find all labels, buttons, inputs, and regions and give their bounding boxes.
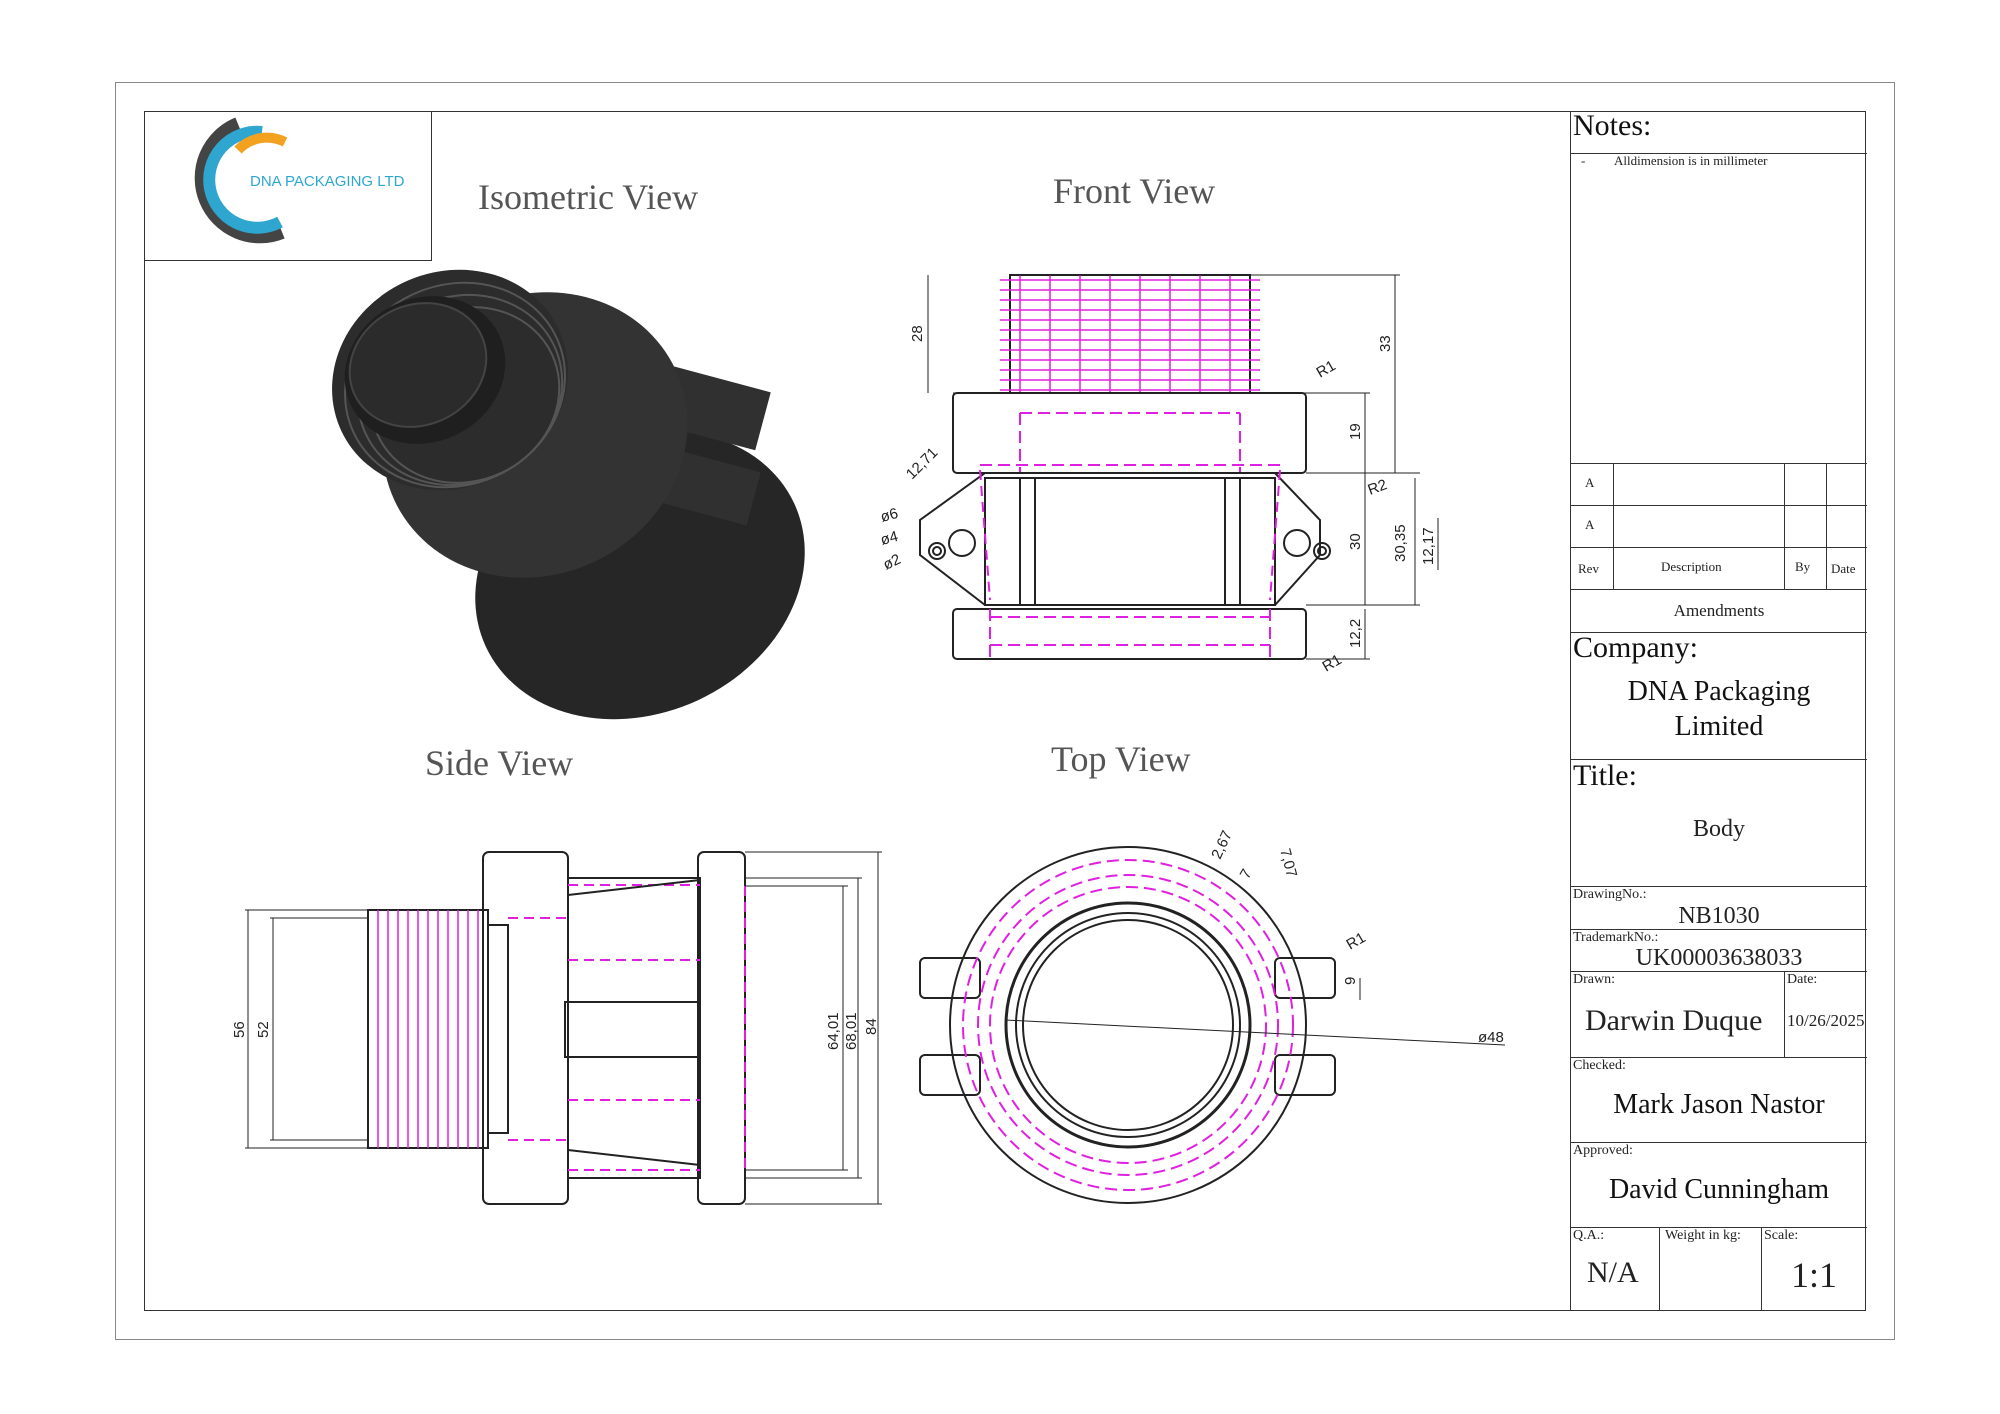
dim-front-28: 28 [909,325,926,342]
dim-top-9: 9 [1342,977,1359,985]
rev-row-1: A [1585,475,1595,490]
logo-box [144,111,432,261]
front-view-title: Front View [1053,171,1216,211]
dim-top-7: 7 [1237,866,1256,882]
top-view-drawing [919,846,1506,1204]
notes-label: Notes: [1573,109,1652,142]
rev-header-rev: Rev [1578,561,1599,576]
title-block: Notes: - Alldimension is in millimeter A… [1570,109,1867,1311]
drawn-label: Drawn: [1573,972,1615,987]
title-value: Body [1692,816,1745,842]
front-view-drawing [919,274,1439,660]
scale-value: 1:1 [1791,1255,1838,1295]
trademark-no-value: UK00003638033 [1635,945,1803,971]
side-view-title: Side View [425,743,574,783]
rev-row-2: A [1585,517,1595,532]
logo-company-text: DNA PACKAGING LTD [250,173,405,190]
dim-front-r1-top: R1 [1314,357,1339,381]
dim-front-12-71: 12,71 [903,444,942,483]
rev-header-date: Date [1831,561,1856,576]
approved-label: Approved: [1573,1143,1633,1158]
dim-side-84: 84 [863,1018,880,1035]
dim-front-r2: R2 [1366,476,1390,499]
dim-top-r1: R1 [1344,929,1369,953]
dim-front-12-2: 12,2 [1347,619,1364,648]
drawing-no-value: NB1030 [1678,903,1760,929]
dim-top-d48: ø48 [1478,1029,1504,1046]
sheet-inner-border [144,111,1866,1311]
scale-label: Scale: [1764,1228,1799,1243]
trademark-no-label: TrademarkNo.: [1573,930,1659,945]
title-label: Title: [1573,759,1637,792]
company-logo-mark [194,117,288,244]
dim-front-r1-bottom: R1 [1320,651,1345,675]
dim-front-19: 19 [1347,423,1364,440]
dim-top-7-07: 7,07 [1276,847,1300,880]
company-name-line1: DNA Packaging [1627,676,1811,707]
note-item: Alldimension is in millimeter [1614,153,1768,168]
date-label: Date: [1787,972,1818,987]
qa-value: N/A [1587,1256,1639,1289]
approved-by-value: David Cunningham [1608,1174,1830,1205]
dim-front-d4: ø4 [879,528,900,549]
note-bullet: - [1581,153,1586,168]
company-label: Company: [1573,631,1698,664]
weight-label: Weight in kg: [1665,1228,1741,1243]
dim-front-d2: ø2 [881,551,904,574]
dim-side-64-01: 64,01 [825,1012,842,1050]
side-view-drawing [245,851,882,1205]
drawing-no-label: DrawingNo.: [1573,887,1647,902]
checked-by-value: Mark Jason Nastor [1613,1089,1825,1120]
qa-label: Q.A.: [1573,1228,1605,1243]
isometric-view-title: Isometric View [478,177,699,217]
dim-front-33: 33 [1377,335,1394,352]
top-view-title: Top View [1051,739,1191,779]
sheet-outer-border [115,82,1895,1340]
dim-front-12-17: 12,17 [1420,527,1437,565]
dim-side-52: 52 [255,1021,272,1038]
dim-side-68-01: 68,01 [843,1012,860,1050]
dim-front-30: 30 [1347,533,1364,550]
dim-front-30-35: 30,35 [1392,524,1409,562]
dim-top-2-67: 2,67 [1208,828,1236,862]
dim-front-d6: ø6 [879,505,900,526]
amendments-label: Amendments [1673,601,1765,620]
company-name-line2: Limited [1674,711,1764,742]
rev-header-description: Description [1661,559,1722,574]
date-value: 10/26/2025 [1787,1011,1865,1030]
dim-side-56: 56 [231,1021,248,1038]
checked-label: Checked: [1573,1058,1626,1073]
rev-header-by: By [1795,559,1811,574]
isometric-view-drawing [332,269,805,720]
drawn-by-value: Darwin Duque [1585,1004,1763,1037]
